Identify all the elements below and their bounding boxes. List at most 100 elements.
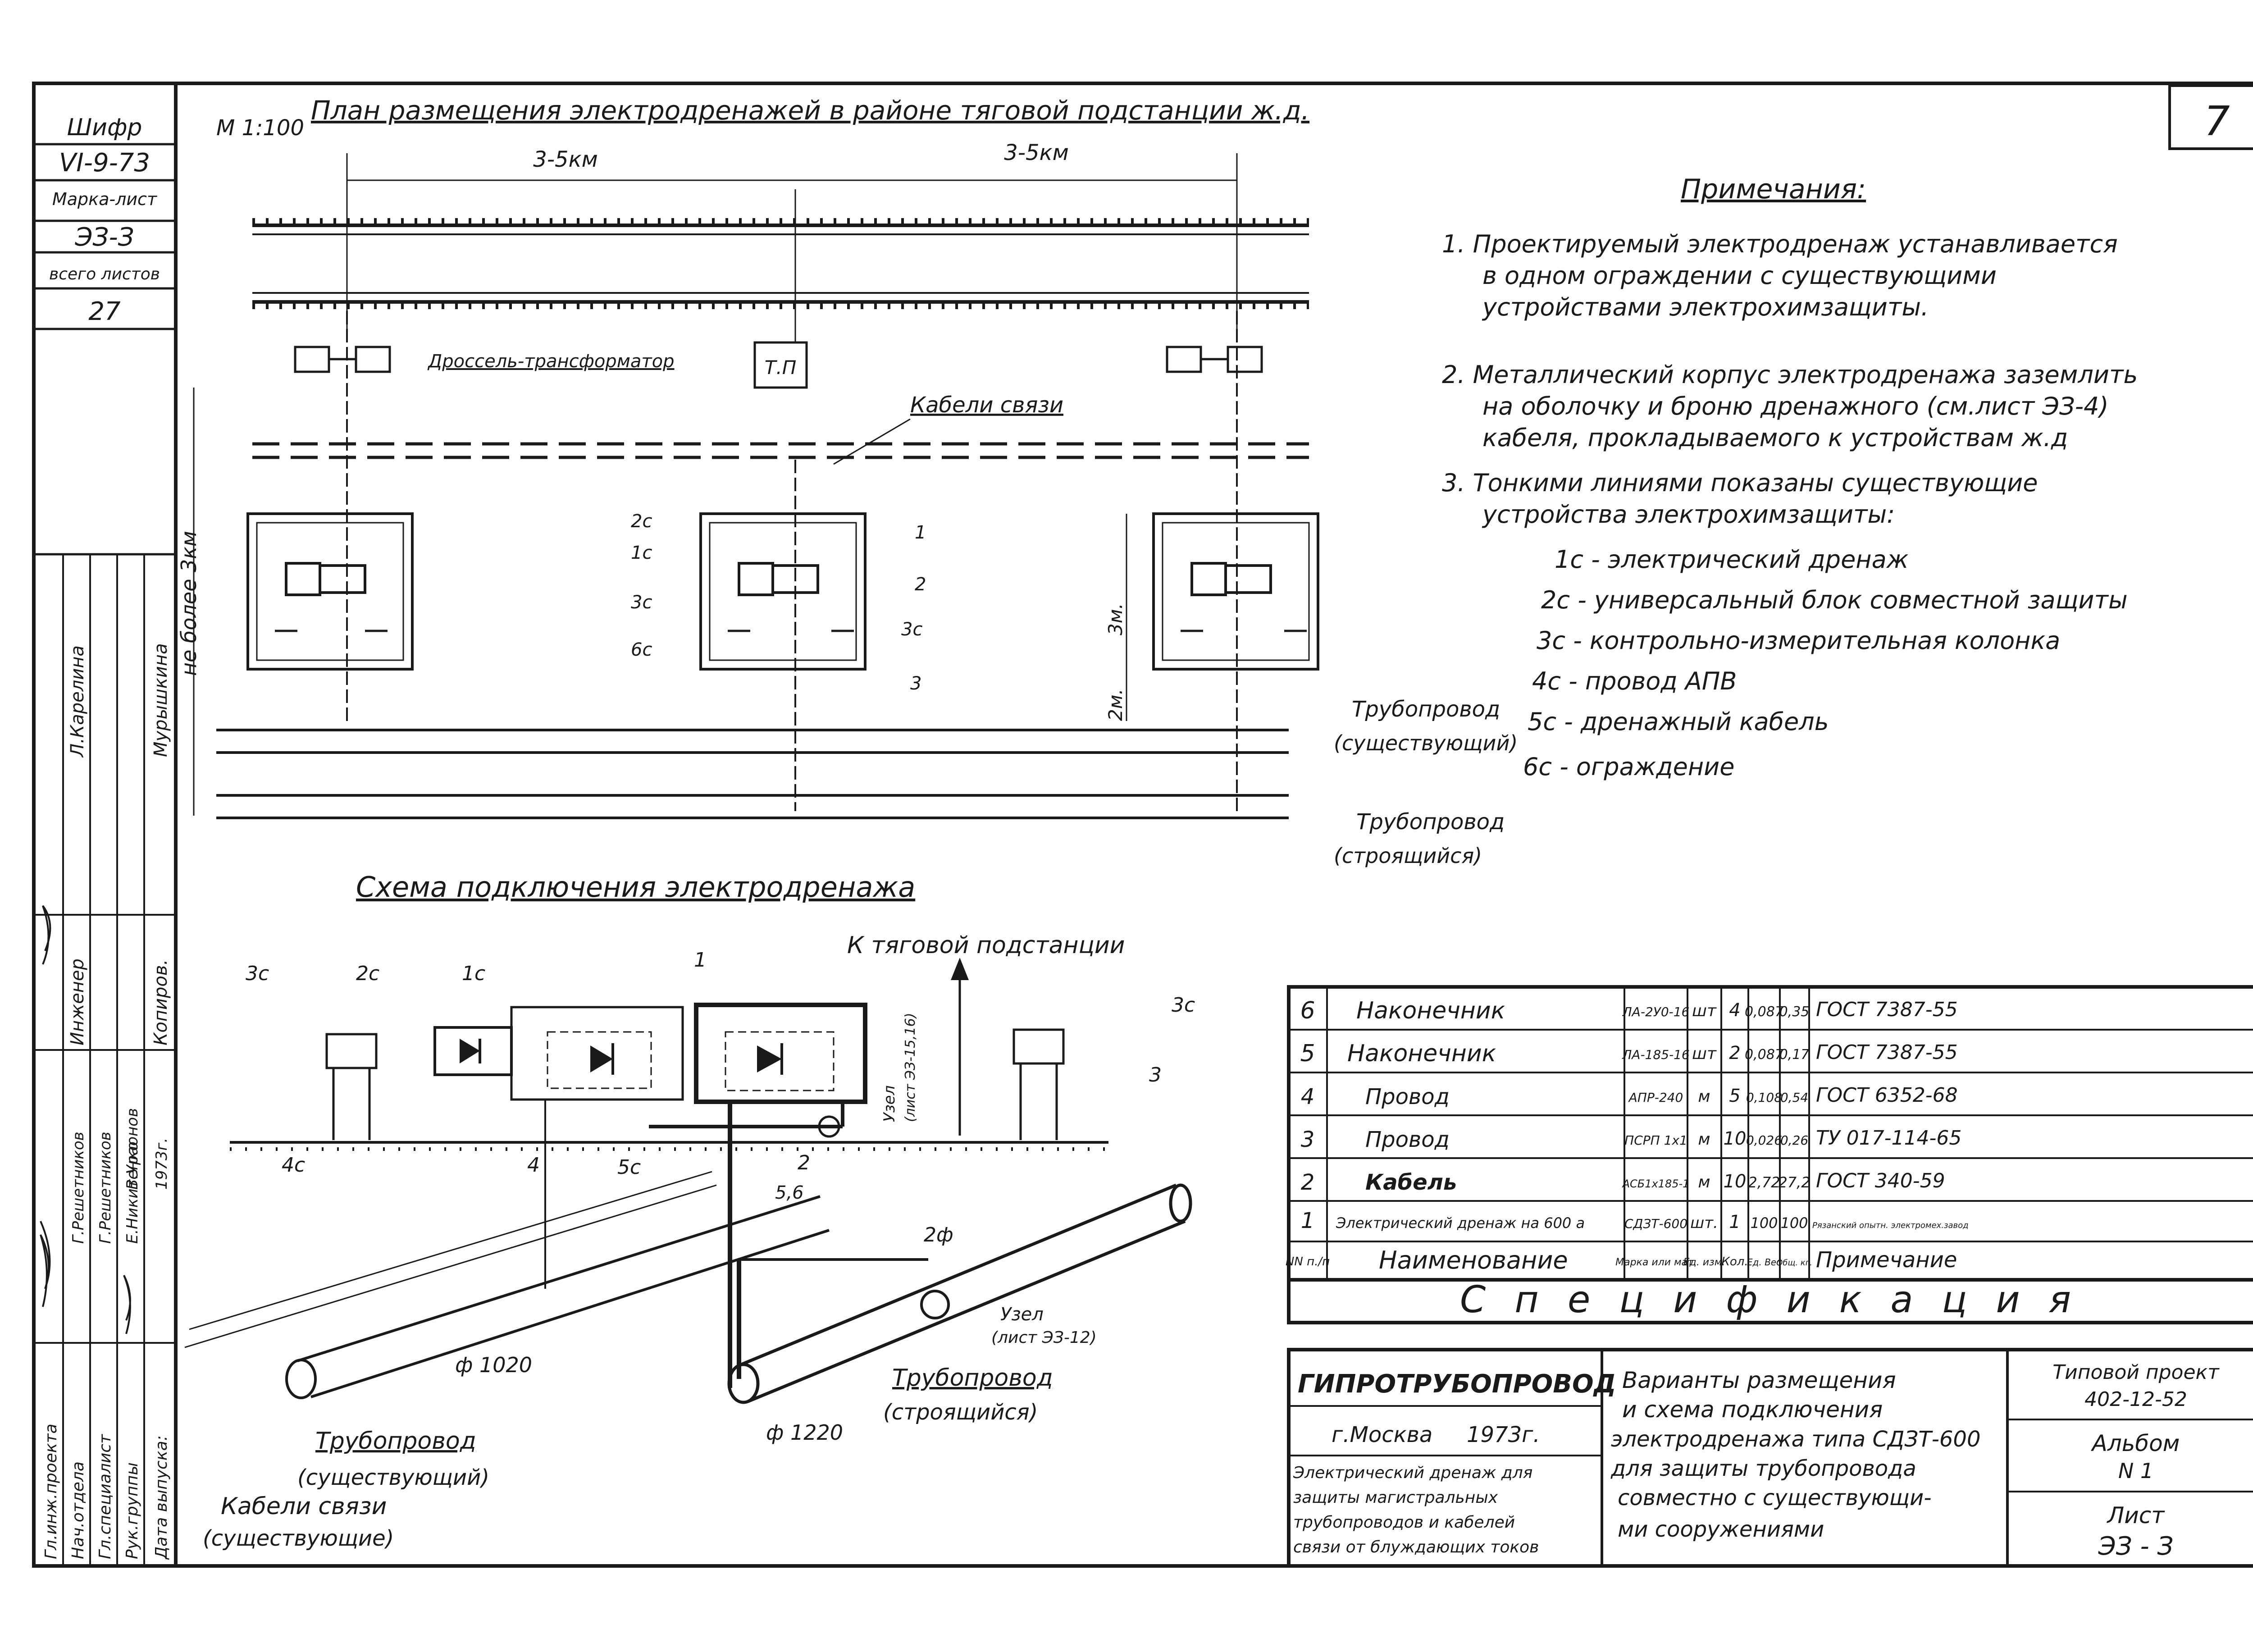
desc-4: для защиты трубопровода — [1610, 1456, 1916, 1481]
schema-callout-1: 1 — [694, 949, 707, 972]
spec-r4-note: ТУ 017-114-65 — [1816, 1127, 1961, 1150]
legend-6: 6с - ограждение — [1523, 753, 1734, 781]
pipe-new-3d — [727, 1183, 1192, 1404]
schema-callout-4: 4 — [527, 1154, 540, 1177]
notes-section: Примечания: 1. Проектируемый электродрен… — [1442, 173, 2138, 781]
spec-r4-unit: м — [1698, 1130, 1710, 1149]
album-value: N 1 — [2118, 1459, 2153, 1483]
spec-r4-uw: 0,026 — [1746, 1133, 1782, 1148]
spec-r5-tw: 27,2 — [1778, 1174, 1810, 1191]
mark-value: ЭЗ-З — [74, 223, 134, 252]
spec-r1-tw: 0,35 — [1779, 1004, 1810, 1020]
notes-line-1: 1. Проектируемый электродренаж устанавли… — [1442, 230, 2118, 258]
spec-row-2: 5 Наконечник ЛА-185-16 шт 2 0,087 0,17 Г… — [1300, 1040, 1957, 1067]
drainage-stations — [246, 311, 1319, 811]
schema-cables-sub: (существующие) — [203, 1526, 394, 1551]
spec-r1-note: ГОСТ 7387-55 — [1816, 998, 1958, 1021]
schema-title: Схема подключения электродренажа — [356, 871, 915, 904]
side-col-b-1: Инженер — [67, 958, 88, 1045]
spec-r1-mark: ЛА-2У0-16 — [1622, 1004, 1690, 1019]
spec-r3-no: 4 — [1301, 1084, 1315, 1109]
spec-r5-no: 2 — [1301, 1170, 1315, 1195]
spec-row-3: 4 Провод АПР-240 м 5 0,108 0,54 ГОСТ 635… — [1301, 1084, 1958, 1109]
subject-3: трубопроводов и кабелей — [1293, 1513, 1515, 1532]
schema-callout-3c-right: 3с — [1172, 994, 1195, 1017]
schema-callout-3: 3 — [1149, 1063, 1162, 1086]
sheet-value: ЭЗ - З — [2098, 1532, 2174, 1561]
spec-r3-mark: АПР-240 — [1628, 1090, 1683, 1105]
schema-callout-4c: 4с — [282, 1154, 305, 1177]
tp-label: Т.П — [765, 356, 797, 379]
spec-r5-uw: 2,72 — [1748, 1174, 1780, 1191]
spec-h-unit: Ед. изм. — [1683, 1257, 1725, 1268]
spec-h-mark: Марка или мат. — [1615, 1257, 1697, 1268]
staff-name-4: Е.Никитенко — [123, 1141, 141, 1244]
spec-r2-mark: ЛА-185-16 — [1622, 1047, 1690, 1062]
cables-label: Кабели связи — [910, 392, 1063, 418]
schema-callout-2c: 2с — [356, 962, 379, 985]
spec-row-1: 6 Наконечник ЛА-2У0-16 шт 4 0,087 0,35 Г… — [1300, 997, 1957, 1024]
spec-r6-unit: шт. — [1690, 1214, 1718, 1232]
sheet-label: Лист — [2107, 1502, 2166, 1529]
dim-right: 3-5км — [1004, 140, 1069, 165]
schema-callouts: 3с 2с 1с 1 3с 3 4с 4 5с 2 5,6 2ф — [246, 949, 1195, 1246]
new-drain — [694, 1003, 867, 1104]
legend-5: 5с - дренажный кабель — [1528, 707, 1829, 736]
staff-role-2: Нач.отдела — [69, 1461, 87, 1559]
spec-r6-note: Рязанский опытн. электромех.завод — [1812, 1221, 1969, 1230]
schema-cables: Кабели связи — [221, 1493, 387, 1520]
project-value: 402-12-52 — [2084, 1388, 2187, 1411]
schema-section: Схема подключения электродренажа К тягов… — [184, 871, 1195, 1551]
spec-title: Спецификация — [1460, 1278, 2100, 1321]
schema-pipe-new-sub: (строящийся) — [883, 1400, 1038, 1425]
plan-callouts: 2с 1с 3с 6с 1 2 3с 3 — [631, 511, 926, 694]
spec-r2-name: Наконечник — [1347, 1040, 1496, 1067]
cipher-value: VI-9-73 — [59, 148, 150, 178]
schema-callout-5-6: 5,6 — [775, 1182, 804, 1203]
city: г.Москва — [1332, 1422, 1432, 1447]
spec-h-no: NN п./п — [1286, 1255, 1330, 1269]
org-name: ГИПРОТРУБОПРОВОД — [1298, 1369, 1616, 1399]
existing-drain — [433, 1006, 684, 1101]
node-ref-bottom: Узел — [1000, 1304, 1044, 1325]
spec-r3-note: ГОСТ 6352-68 — [1816, 1084, 1958, 1107]
schema-pipe-new: Трубопровод — [892, 1364, 1053, 1392]
spec-r5-note: ГОСТ 340-59 — [1816, 1169, 1945, 1192]
spec-h-qty: Кол. — [1721, 1255, 1748, 1269]
spec-r1-uw: 0,087 — [1745, 1004, 1783, 1020]
subject-4: связи от блуждающих токов — [1293, 1538, 1539, 1556]
spec-table: 6 Наконечник ЛА-2У0-16 шт 4 0,087 0,35 Г… — [1286, 985, 2253, 1324]
subject-1: Электрический дренаж для — [1293, 1464, 1532, 1482]
spec-h-name: Наименование — [1379, 1246, 1568, 1274]
side-col-c-1: В.Ураонов — [123, 1108, 141, 1190]
notes-line-3: устройствами электрохимзащиты. — [1482, 293, 1929, 321]
spec-r3-name: Провод — [1365, 1084, 1450, 1109]
node-ref-bottom-sub: (лист ЭЗ-12) — [991, 1328, 1097, 1347]
to-substation: К тяговой подстанции — [847, 932, 1125, 959]
notes-line-4: 2. Металлический корпус электродренажа з… — [1442, 361, 2138, 389]
plan-section: План размещения электродренажей в районе… — [177, 95, 1518, 868]
notes-line-5: на оболочку и броню дренажного (см.лист … — [1482, 392, 2109, 420]
spec-r5-unit: м — [1698, 1173, 1710, 1191]
spec-r4-no: 3 — [1301, 1127, 1315, 1152]
node-ref-top-sub: (лист ЭЗ-15,16) — [903, 1013, 918, 1122]
spec-r2-no: 5 — [1300, 1040, 1315, 1067]
spec-r2-qty: 2 — [1729, 1043, 1740, 1063]
plan-callout-2: 2 — [915, 574, 926, 595]
spec-r4-qty: 10 — [1724, 1128, 1747, 1149]
diameter-new: ф 1220 — [766, 1420, 843, 1445]
staff-name-2: Г.Решетников — [69, 1132, 87, 1244]
sheet-frame: 7 — [32, 82, 2253, 1568]
spec-row-6: 1 Электрический дренаж на 600 а СДЗТ-600… — [1301, 1208, 1969, 1233]
sheet-number: 7 — [2204, 98, 2230, 145]
notes-line-2: в одном ограждении с существующими — [1482, 261, 1997, 290]
spec-r6-uw: 100 — [1750, 1214, 1778, 1232]
plan-callout-2c: 2с — [631, 511, 652, 532]
spec-r3-tw: 0,54 — [1780, 1090, 1808, 1105]
diameter-existing: ф 1020 — [455, 1353, 532, 1377]
spec-r5-mark: АСБ1х185-1 — [1622, 1177, 1690, 1190]
spec-r1-unit: шт — [1692, 1002, 1717, 1020]
plan-pipe-existing-sub: (существующий) — [1334, 731, 1518, 755]
schema-callout-2: 2 — [798, 1151, 810, 1174]
desc-3: электродренажа типа СДЗТ-600 — [1611, 1427, 1981, 1452]
